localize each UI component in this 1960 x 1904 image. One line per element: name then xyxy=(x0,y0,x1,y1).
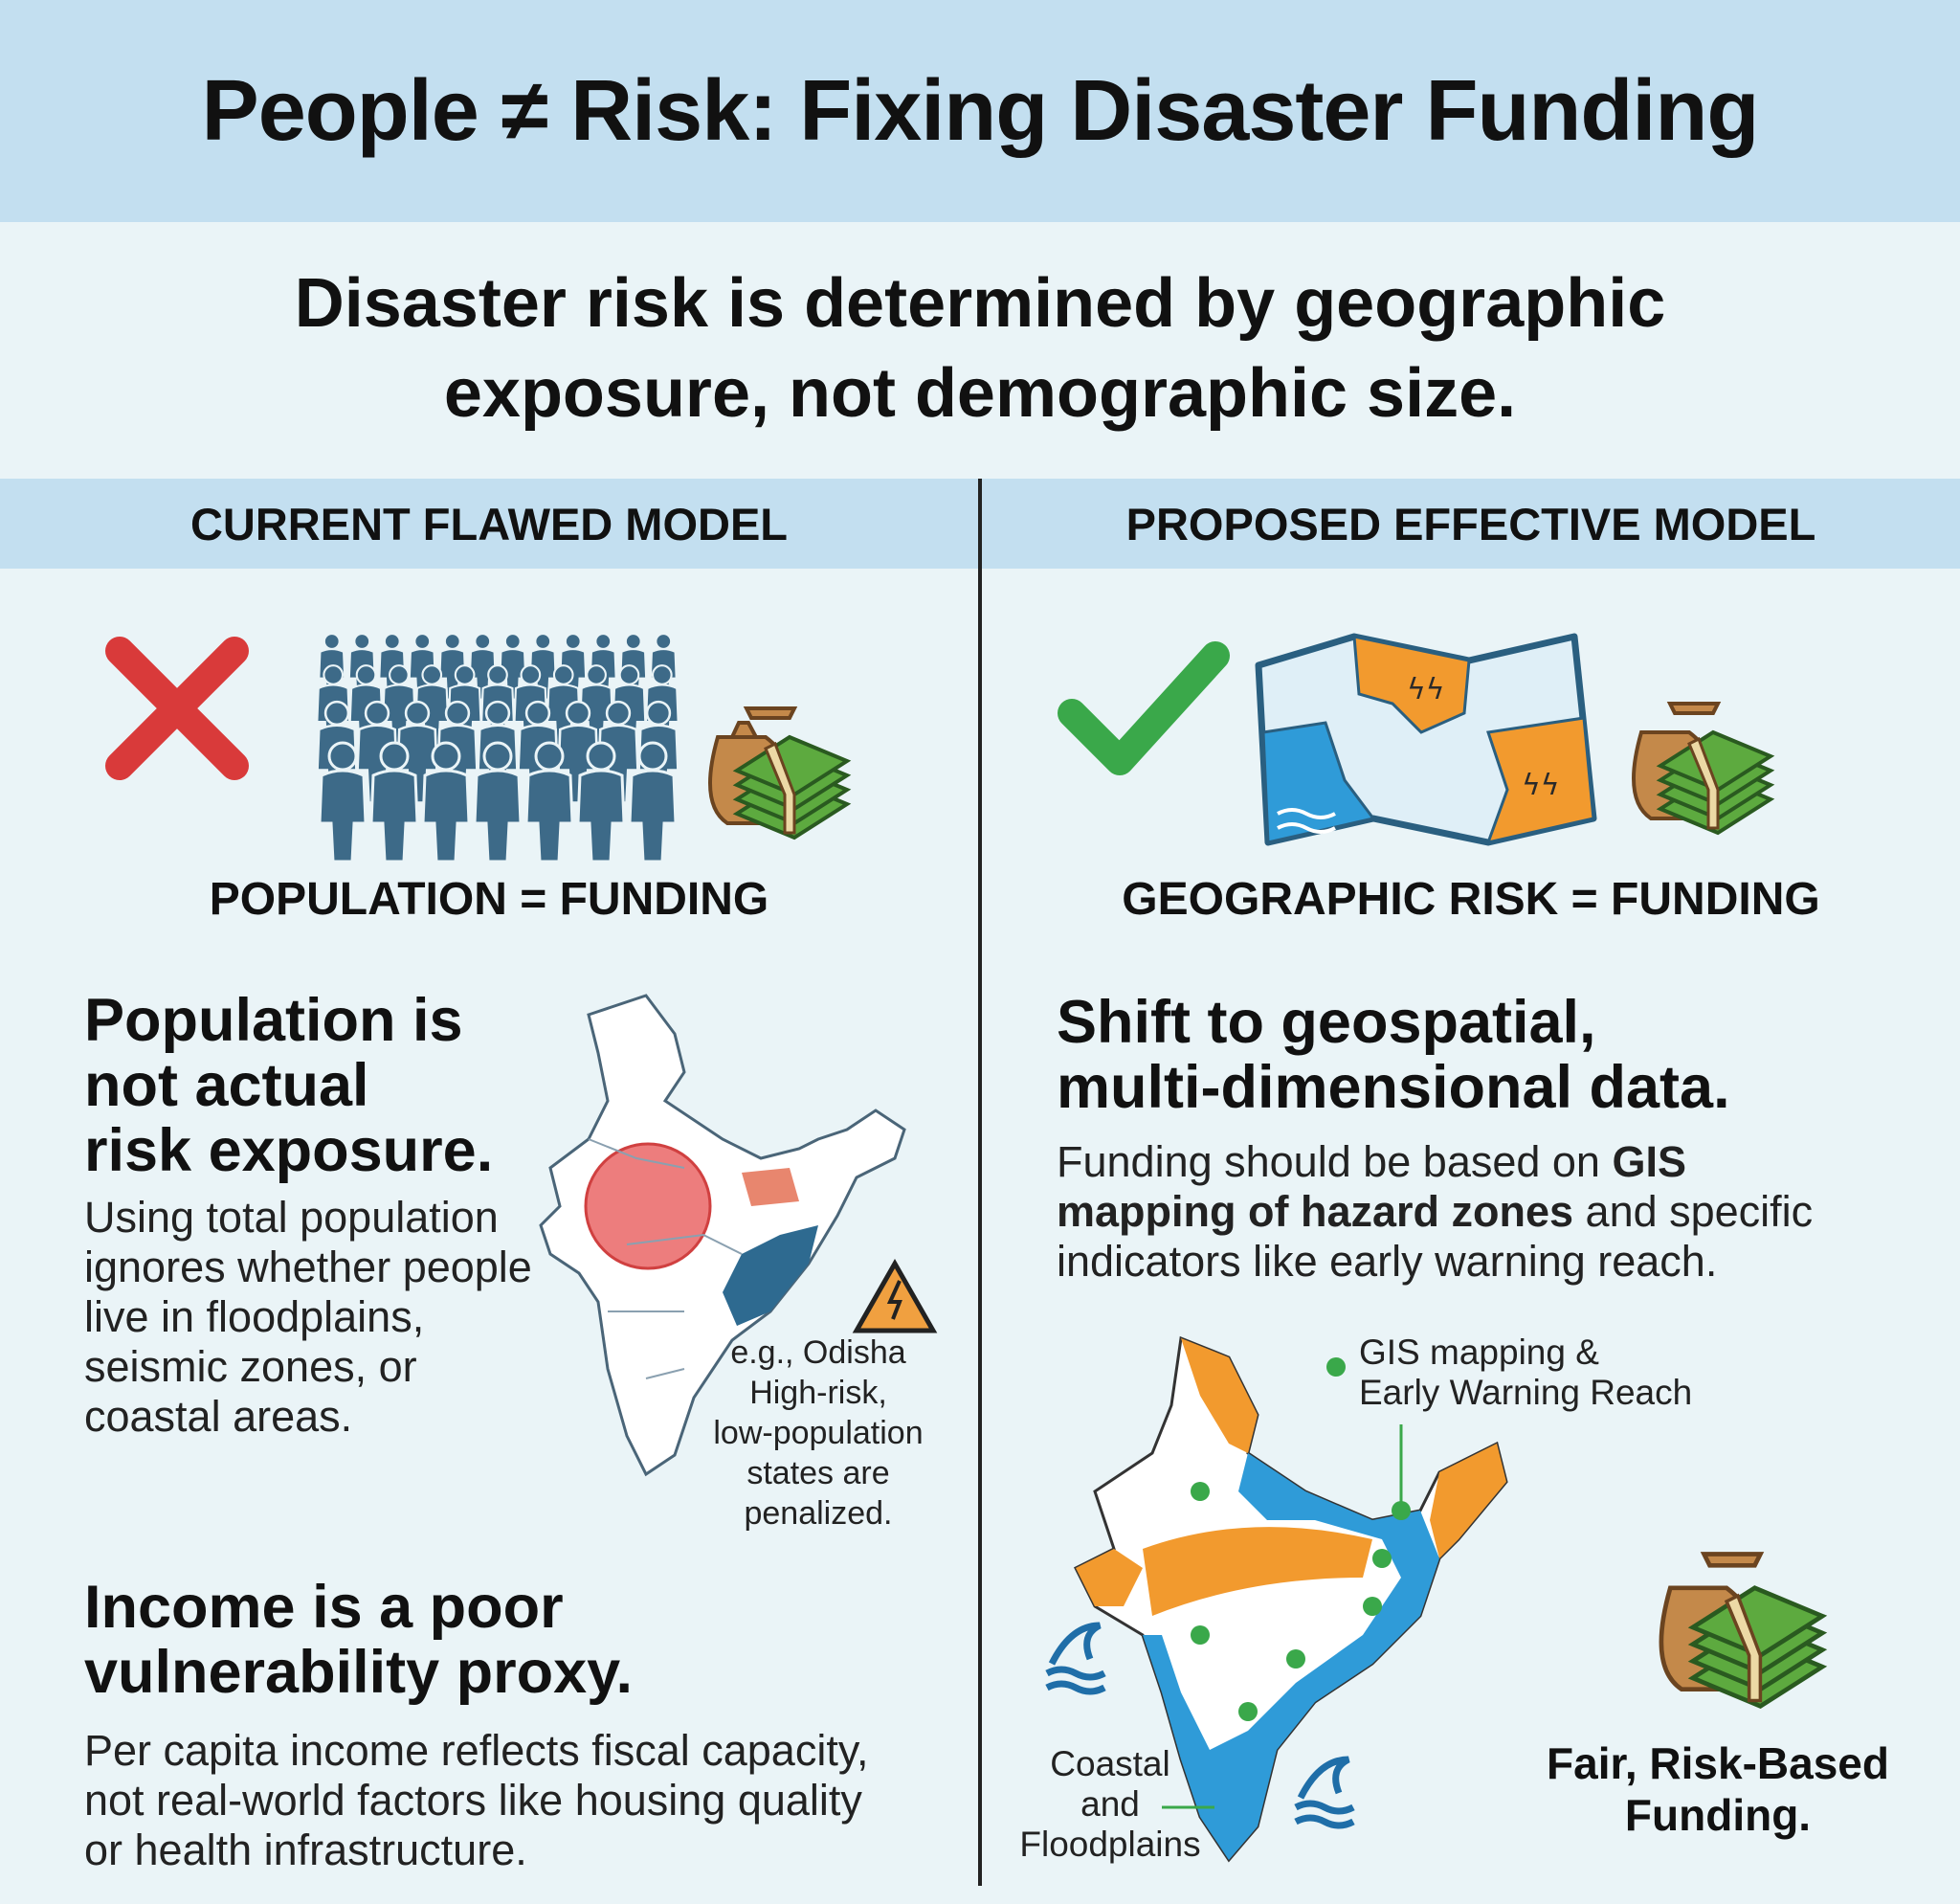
person-figure xyxy=(576,741,626,863)
gis-points xyxy=(1191,1357,1411,1721)
person-figure xyxy=(318,741,368,863)
callout-line: states are xyxy=(746,1455,890,1491)
person-figure xyxy=(421,741,471,863)
india-hazard-map xyxy=(1045,1335,1508,1863)
coastal-label: Coastal and Floodplains xyxy=(1010,1744,1211,1865)
point2-body: Per capita income reflects fiscal capaci… xyxy=(84,1726,869,1875)
equation-risk-funding: GEOGRAPHIC RISK = FUNDING xyxy=(1122,874,1820,925)
column-divider xyxy=(978,479,982,1886)
green-check-icon xyxy=(1058,641,1230,775)
bihar-highlight xyxy=(742,1168,799,1206)
heading-line: Population is xyxy=(84,987,463,1054)
subtitle-line: exposure, not demographic size. xyxy=(443,355,1517,432)
heading-line: Income is a poor xyxy=(84,1574,564,1641)
warning-sign-icon xyxy=(852,1258,938,1333)
body-line: ignores whether people xyxy=(84,1243,532,1291)
conclusion-line: Funding. xyxy=(1624,1790,1812,1840)
label-line: Early Warning Reach xyxy=(1359,1373,1693,1412)
right-body: Funding should be based on GIS mapping o… xyxy=(1057,1137,1813,1287)
section-header-proposed: PROPOSED EFFECTIVE MODEL xyxy=(982,479,1960,569)
callout-line: penalized. xyxy=(744,1495,893,1532)
gis-label: GIS mapping & Early Warning Reach xyxy=(1359,1333,1692,1413)
person-figure xyxy=(579,664,613,750)
body-bold: GIS xyxy=(1612,1137,1686,1186)
callout-line: low-population xyxy=(713,1415,924,1451)
person-figure xyxy=(524,741,574,863)
population-circle xyxy=(584,1142,712,1270)
label-line: and xyxy=(1080,1784,1140,1824)
section-header-current: CURRENT FLAWED MODEL xyxy=(0,479,978,569)
body-line: or health infrastructure. xyxy=(84,1826,527,1874)
page-title: People ≠ Risk: Fixing Disaster Funding xyxy=(201,62,1760,159)
heading-line: risk exposure. xyxy=(84,1117,494,1184)
equation-population-funding: POPULATION = FUNDING xyxy=(209,874,769,925)
odisha-callout: e.g., Odisha High-risk, low-population s… xyxy=(689,1333,947,1534)
callout-line: e.g., Odisha xyxy=(730,1334,906,1371)
money-icon xyxy=(708,706,852,840)
person-figure xyxy=(469,633,497,701)
conclusion: Fair, Risk-Based Funding. xyxy=(1531,1737,1904,1841)
crowd-icon xyxy=(316,633,679,863)
person-figure xyxy=(369,741,419,863)
body-line: Per capita income reflects fiscal capaci… xyxy=(84,1726,869,1775)
red-x-icon xyxy=(105,637,249,780)
heading-line: not actual xyxy=(84,1052,369,1119)
heading-line: vulnerability proxy. xyxy=(84,1639,633,1706)
right-heading: Shift to geospatial, multi-dimensional d… xyxy=(1057,990,1730,1120)
label-line: Floodplains xyxy=(1019,1825,1201,1864)
label-line: GIS mapping & xyxy=(1359,1333,1599,1372)
person-figure xyxy=(557,700,599,804)
money-icon xyxy=(1632,702,1775,836)
body-text: and specific xyxy=(1573,1187,1814,1236)
body-text: Funding should be based on xyxy=(1057,1137,1613,1186)
point1-heading: Population is not actual risk exposure. xyxy=(84,988,493,1183)
india-population-map xyxy=(539,994,938,1477)
person-figure xyxy=(382,664,416,750)
wave-icon xyxy=(1045,1622,1355,1829)
label-line: Coastal xyxy=(1050,1744,1170,1783)
body-line: not real-world factors like housing qual… xyxy=(84,1776,862,1825)
body-line: coastal areas. xyxy=(84,1392,353,1441)
person-figure xyxy=(628,741,678,863)
body-line: indicators like early warning reach. xyxy=(1057,1237,1718,1286)
body-bold: mapping of hazard zones xyxy=(1057,1187,1574,1236)
callout-line: High-risk, xyxy=(749,1375,887,1411)
body-line: Funding should be based on GIS xyxy=(1057,1137,1813,1187)
person-figure xyxy=(473,741,523,863)
svg-text:ϟϟ: ϟϟ xyxy=(1407,673,1445,706)
person-figure xyxy=(546,664,581,750)
body-line: mapping of hazard zones and specific xyxy=(1057,1187,1813,1237)
hazard-map-icon: ϟϟ ϟϟ xyxy=(1255,633,1597,846)
svg-text:ϟϟ: ϟϟ xyxy=(1522,769,1560,802)
title-banner: People ≠ Risk: Fixing Disaster Funding xyxy=(0,0,1960,222)
subtitle-line: Disaster risk is determined by geographi… xyxy=(294,265,1666,342)
body-line: seismic zones, or xyxy=(84,1342,417,1391)
heading-line: Shift to geospatial, xyxy=(1057,989,1596,1056)
conclusion-line: Fair, Risk-Based xyxy=(1547,1738,1889,1788)
body-line: live in floodplains, xyxy=(84,1292,425,1341)
money-icon xyxy=(1659,1552,1828,1709)
odisha-highlight xyxy=(723,1225,818,1326)
body-line: Using total population xyxy=(84,1193,499,1242)
subtitle: Disaster risk is determined by geographi… xyxy=(0,258,1960,438)
point1-body: Using total population ignores whether p… xyxy=(84,1193,532,1442)
point2-heading: Income is a poor vulnerability proxy. xyxy=(84,1575,633,1705)
heading-line: multi-dimensional data. xyxy=(1057,1054,1730,1121)
